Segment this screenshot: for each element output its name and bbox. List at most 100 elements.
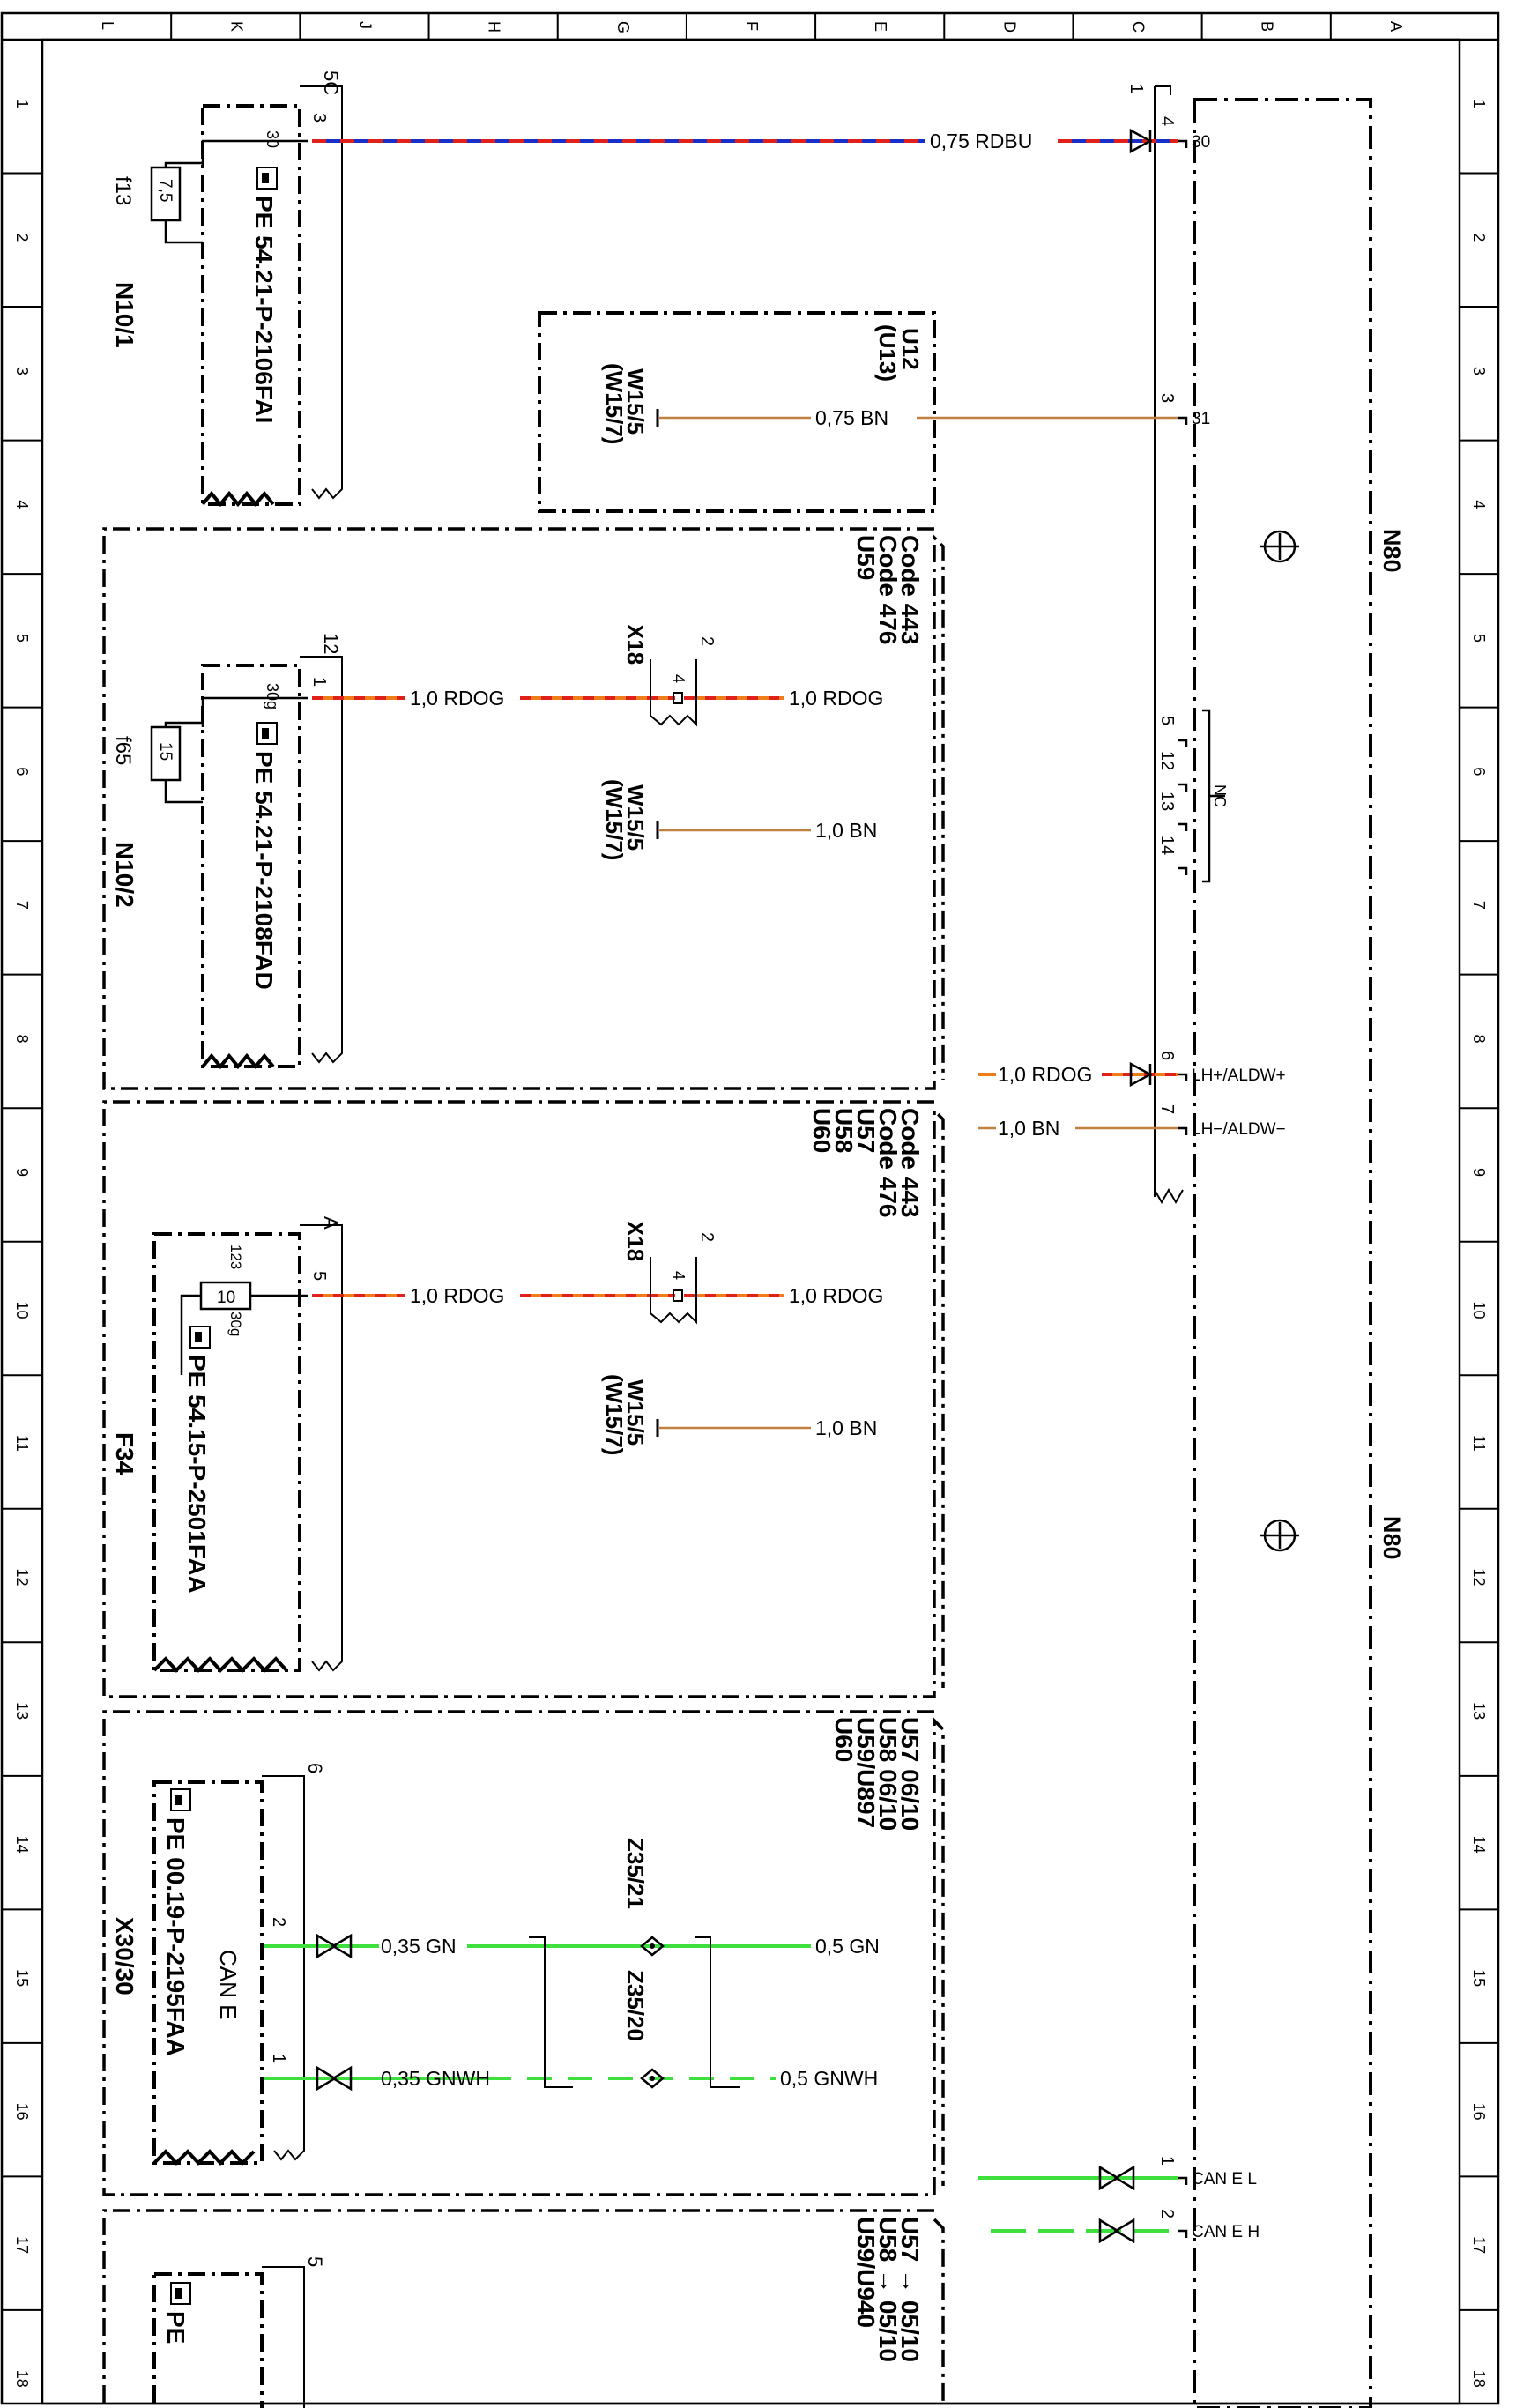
pin-2: 2	[269, 1917, 288, 1927]
n80-pin-4: 4	[1157, 116, 1177, 126]
row-header: 15	[1470, 1969, 1488, 1987]
n10-2-box	[201, 656, 343, 1070]
wire-label-rdog-1: 1,0 RDOG	[410, 687, 504, 710]
row-header: 10	[13, 1301, 31, 1319]
pe-f34: PE 54.15-P-2501FAA	[183, 1355, 211, 1594]
wire-label-rdog-2: 1,0 RDOG	[789, 687, 883, 710]
code-b-5: U60	[808, 1108, 836, 1153]
row-header: 14	[1470, 1836, 1488, 1854]
pin-1b: 1	[269, 2054, 288, 2063]
wire-label-gnwh-035: 0,35 GNWH	[381, 2067, 490, 2090]
x18-pin4-a: 4	[670, 674, 687, 683]
n80-term-30: 30	[1192, 133, 1210, 152]
column-header: J	[356, 21, 374, 29]
code-b-1: Code 443	[896, 1108, 924, 1218]
n80-pin-12: 12	[1157, 751, 1177, 770]
code-c-2: U58 06/10	[874, 1717, 902, 1831]
f34-label: F34	[111, 1432, 138, 1475]
n80-connector-1: 1	[1126, 84, 1146, 93]
n80-pin-5: 5	[1157, 716, 1177, 725]
column-header: B	[1259, 21, 1276, 32]
column-header: F	[743, 21, 761, 31]
hand-icon	[256, 167, 278, 190]
row-header: 1	[13, 100, 31, 108]
row-header: 15	[13, 1969, 31, 1987]
x18-pin2-a: 2	[697, 636, 717, 646]
column-header: K	[227, 21, 245, 32]
code-c-1: U57 06/10	[896, 1717, 924, 1831]
u13-label: (U13)	[874, 324, 901, 382]
w15-7-label-c: (W15/7)	[601, 1374, 628, 1455]
n80-pin-1: 1	[1157, 2156, 1177, 2166]
n80-lh-minus: LH−/ALDW−	[1192, 1120, 1286, 1139]
n80-label-bottom: N80	[1379, 1516, 1405, 1560]
row-header: 12	[13, 1569, 31, 1587]
code-c-4: U60	[830, 1717, 858, 1762]
x18-pin2-b: 2	[697, 1232, 717, 1242]
x18-pin4-b: 4	[670, 1271, 687, 1280]
column-header: D	[1000, 21, 1018, 33]
row-header: 11	[1470, 1435, 1488, 1452]
row-header: 1	[1470, 100, 1488, 108]
x30-box	[152, 1775, 305, 2166]
n80-pin-2: 2	[1157, 2209, 1177, 2218]
column-header: L	[99, 21, 116, 30]
row-header: 16	[13, 2103, 31, 2121]
column-header: H	[486, 21, 503, 33]
fuse-f13-label: f13	[111, 176, 135, 205]
code-box-d-edge	[933, 2218, 945, 2404]
sheet-frame	[0, 11, 1500, 2405]
z35-20-label: Z35/20	[622, 1970, 649, 2041]
n80-term-31: 31	[1192, 410, 1210, 428]
wire-label-bn-1: 1,0 BN	[815, 819, 877, 842]
wire-label-bn-2: 1,0 BN	[998, 1117, 1059, 1140]
n10-1-label: N10/1	[111, 282, 138, 348]
connector-a: A	[320, 1216, 342, 1230]
wire-label-gn-05: 0,5 GN	[815, 1935, 880, 1958]
column-header: C	[1130, 21, 1148, 33]
column-header: A	[1387, 21, 1405, 32]
row-header: 2	[1470, 233, 1488, 242]
row-header: 7	[13, 901, 31, 910]
row-header: 5	[1470, 634, 1488, 643]
n80-pin-7: 7	[1157, 1104, 1177, 1114]
fuse-f34-number: 123	[227, 1245, 244, 1269]
x18-label-b: X18	[622, 1221, 649, 1261]
wire-label-bn-3: 1,0 BN	[815, 1416, 877, 1439]
wire-label-rdog-3: 1,0 RDOG	[998, 1063, 1092, 1086]
row-header: 6	[13, 767, 31, 776]
pin-1a: 1	[309, 677, 329, 687]
code-c-3: U59/U897	[852, 1717, 880, 1828]
n80-pin-3: 3	[1157, 393, 1177, 403]
row-header: 3	[1470, 367, 1488, 375]
connector-12: 12	[320, 633, 342, 654]
code-box-c	[102, 1710, 945, 2196]
code-a-2: Code 476	[874, 535, 902, 645]
code-d-3: U59/U940	[852, 2217, 880, 2328]
wire-can-gn	[264, 1933, 811, 2092]
connector-5: 5	[304, 2256, 326, 2267]
row-header: 6	[1470, 767, 1488, 776]
row-header: 9	[13, 1168, 31, 1177]
fuse-f65-label: f65	[111, 736, 135, 765]
term-30g: 30g	[264, 683, 281, 710]
wire-can-n80	[978, 2165, 1178, 2244]
n80-lh-plus: LH+/ALDW+	[1192, 1067, 1286, 1085]
n80-pin-14: 14	[1157, 836, 1177, 855]
wire-rdbu	[312, 128, 1178, 154]
hand-icon	[170, 2282, 191, 2305]
w15-7-label-b: (W15/7)	[601, 779, 628, 860]
row-header: 4	[1470, 500, 1488, 509]
row-header: 7	[1470, 901, 1488, 910]
fuse-f13	[150, 139, 308, 244]
x18-label-a: X18	[622, 624, 649, 665]
code-box-d	[102, 2209, 934, 2404]
can-e-label: CAN E	[215, 1950, 242, 2019]
row-header: 18	[1470, 2370, 1488, 2388]
code-a-1: Code 443	[896, 535, 924, 645]
wire-bn-section2	[656, 821, 811, 839]
pe-n10-2: PE 54.21-P-2108FAD	[250, 751, 278, 990]
hand-icon	[170, 1788, 191, 1811]
